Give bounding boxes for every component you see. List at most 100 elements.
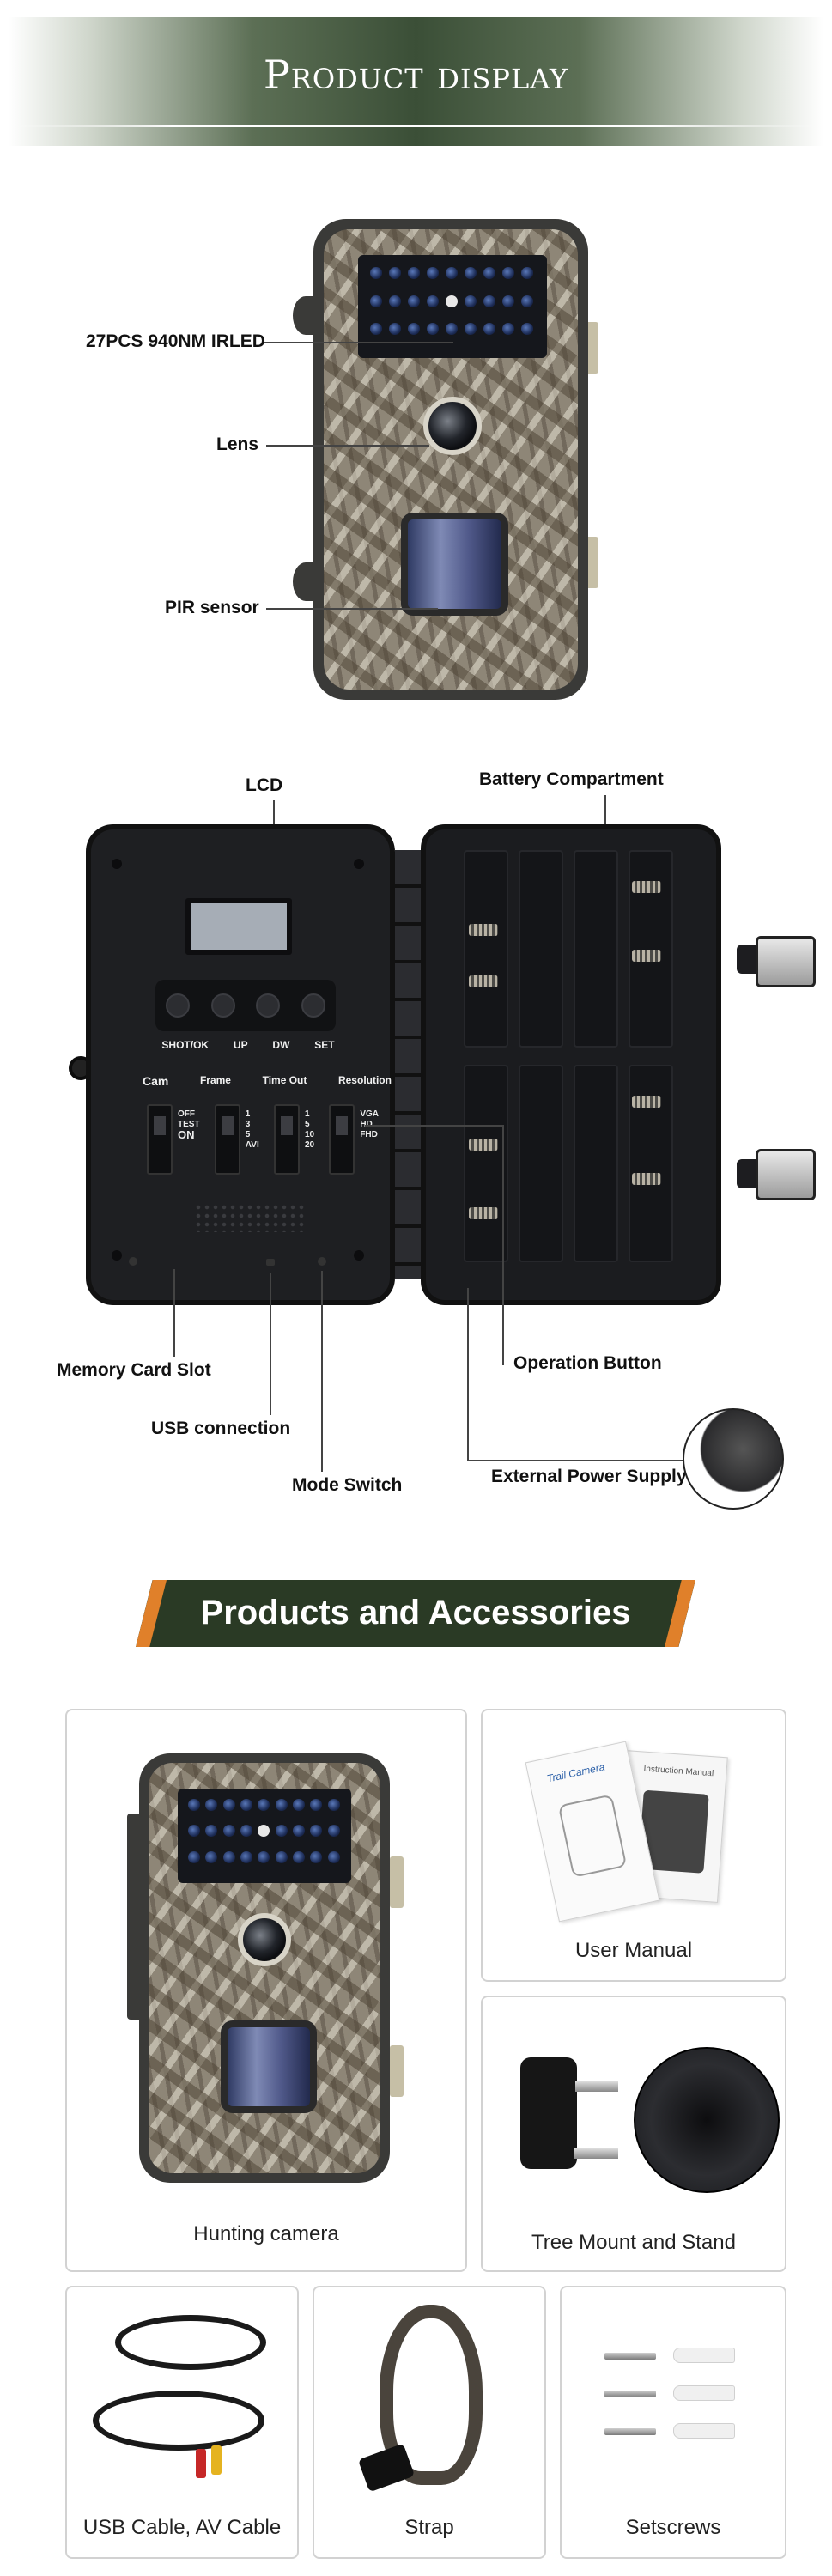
cam-options: OFF TEST ON [178, 1104, 200, 1140]
setscrew [604, 2428, 656, 2435]
setscrew [604, 2391, 656, 2397]
ir-led [427, 267, 439, 279]
switch-header: Time Out [262, 1074, 307, 1086]
card-label: Hunting camera [193, 2222, 339, 2245]
ir-led [292, 1850, 305, 1863]
av-cable-image [93, 2391, 264, 2451]
hunting-camera-image [127, 1753, 410, 2183]
ir-led [465, 267, 477, 279]
ir-led [275, 1850, 288, 1863]
shot-ok-button[interactable] [166, 993, 191, 1018]
ir-led [222, 1850, 235, 1863]
external-power-closeup [683, 1408, 784, 1510]
ir-led [408, 323, 420, 336]
front-camera-image [293, 219, 605, 708]
callout-line-lens [266, 445, 429, 447]
ir-led [327, 1850, 340, 1863]
option-label: 5 [304, 1120, 310, 1129]
resolution-options: VGA HD FHD [360, 1104, 379, 1140]
ir-led [483, 323, 495, 336]
camera-side-clip [390, 1856, 404, 1908]
ir-led [389, 323, 401, 336]
resolution-switch[interactable] [329, 1104, 355, 1175]
camera-body [139, 1753, 390, 2183]
mount-screw-image [574, 2148, 618, 2159]
frame-switch[interactable] [214, 1104, 240, 1175]
mode-switches: OFF TEST ON 1 3 5 AVI 1 5 10 [147, 1104, 379, 1182]
av-plug-yellow [211, 2445, 222, 2475]
ir-led [521, 323, 533, 336]
ir-led [310, 1799, 323, 1811]
light-sensor [258, 1825, 270, 1838]
frame-options: 1 3 5 AVI [246, 1104, 259, 1151]
down-button[interactable] [256, 993, 281, 1018]
camera-side-clip [585, 322, 598, 374]
ir-led [408, 295, 420, 307]
battery-slot [464, 1065, 508, 1262]
option-label: 5 [245, 1130, 251, 1139]
up-button[interactable] [210, 993, 235, 1018]
option-label: VGA [360, 1109, 379, 1119]
ir-led [240, 1850, 252, 1863]
card-tree-mount: Tree Mount and Stand [481, 1996, 786, 2272]
option-label: AVI [245, 1140, 259, 1150]
cam-switch[interactable] [147, 1104, 173, 1175]
card-label: Strap [404, 2516, 454, 2539]
battery-slot [519, 850, 563, 1048]
option-label: OFF [178, 1109, 195, 1119]
card-strap: Strap [313, 2286, 546, 2559]
ir-led [327, 1825, 340, 1838]
ir-led [502, 323, 514, 336]
callout-irled: 27PCS 940NM IRLED [86, 331, 265, 351]
option-label: ON [178, 1128, 195, 1141]
ir-led [370, 295, 382, 307]
panel-screw [112, 1250, 122, 1261]
ir-led [446, 323, 458, 336]
option-label: 1 [304, 1109, 310, 1119]
camera-lens [238, 1913, 291, 1966]
mount-screw-image [575, 2081, 618, 2092]
panel-screw [112, 859, 122, 869]
callout-line-external [467, 1288, 469, 1460]
speaker-grille [194, 1203, 306, 1232]
callout-line-irled [264, 342, 453, 343]
battery-slot [574, 1065, 618, 1262]
button-label: UP [233, 1039, 248, 1051]
panel-screw [354, 859, 364, 869]
ir-led [327, 1799, 340, 1811]
ir-led [521, 267, 533, 279]
ir-led [310, 1825, 323, 1838]
ir-led-panel [358, 255, 547, 358]
manual-title: Trail Camera [545, 1760, 606, 1785]
option-label: 1 [245, 1109, 251, 1119]
control-panel: SHOT/OK UP DW SET Cam Frame Time Out Res… [86, 824, 395, 1305]
ir-led [292, 1825, 305, 1838]
ir-led [275, 1799, 288, 1811]
callout-mode-switch: Mode Switch [292, 1475, 403, 1495]
camera-body [313, 219, 588, 700]
hinge [395, 850, 421, 1279]
option-label: 10 [304, 1130, 315, 1139]
ir-led [389, 267, 401, 279]
switch-headers: Cam Frame Time Out Resolution [143, 1074, 392, 1088]
ir-led [222, 1825, 235, 1838]
set-button[interactable] [301, 993, 325, 1018]
light-sensor [446, 295, 458, 307]
camo-housing [149, 1763, 380, 2173]
ir-led [408, 267, 420, 279]
wall-anchor [673, 2423, 735, 2439]
button-label: DW [272, 1039, 290, 1051]
timeout-switch[interactable] [273, 1104, 300, 1175]
mode-switch-port [318, 1257, 326, 1266]
battery-spring [632, 1173, 661, 1185]
ir-led [370, 323, 382, 336]
card-label: USB Cable, AV Cable [82, 2516, 282, 2539]
ir-led [427, 295, 439, 307]
ir-led [188, 1850, 200, 1863]
ir-led [188, 1825, 200, 1838]
battery-spring [632, 950, 661, 962]
ir-led [370, 267, 382, 279]
ir-led [310, 1850, 323, 1863]
battery-spring [469, 1139, 498, 1151]
callout-external-power: External Power Supply [491, 1467, 687, 1486]
